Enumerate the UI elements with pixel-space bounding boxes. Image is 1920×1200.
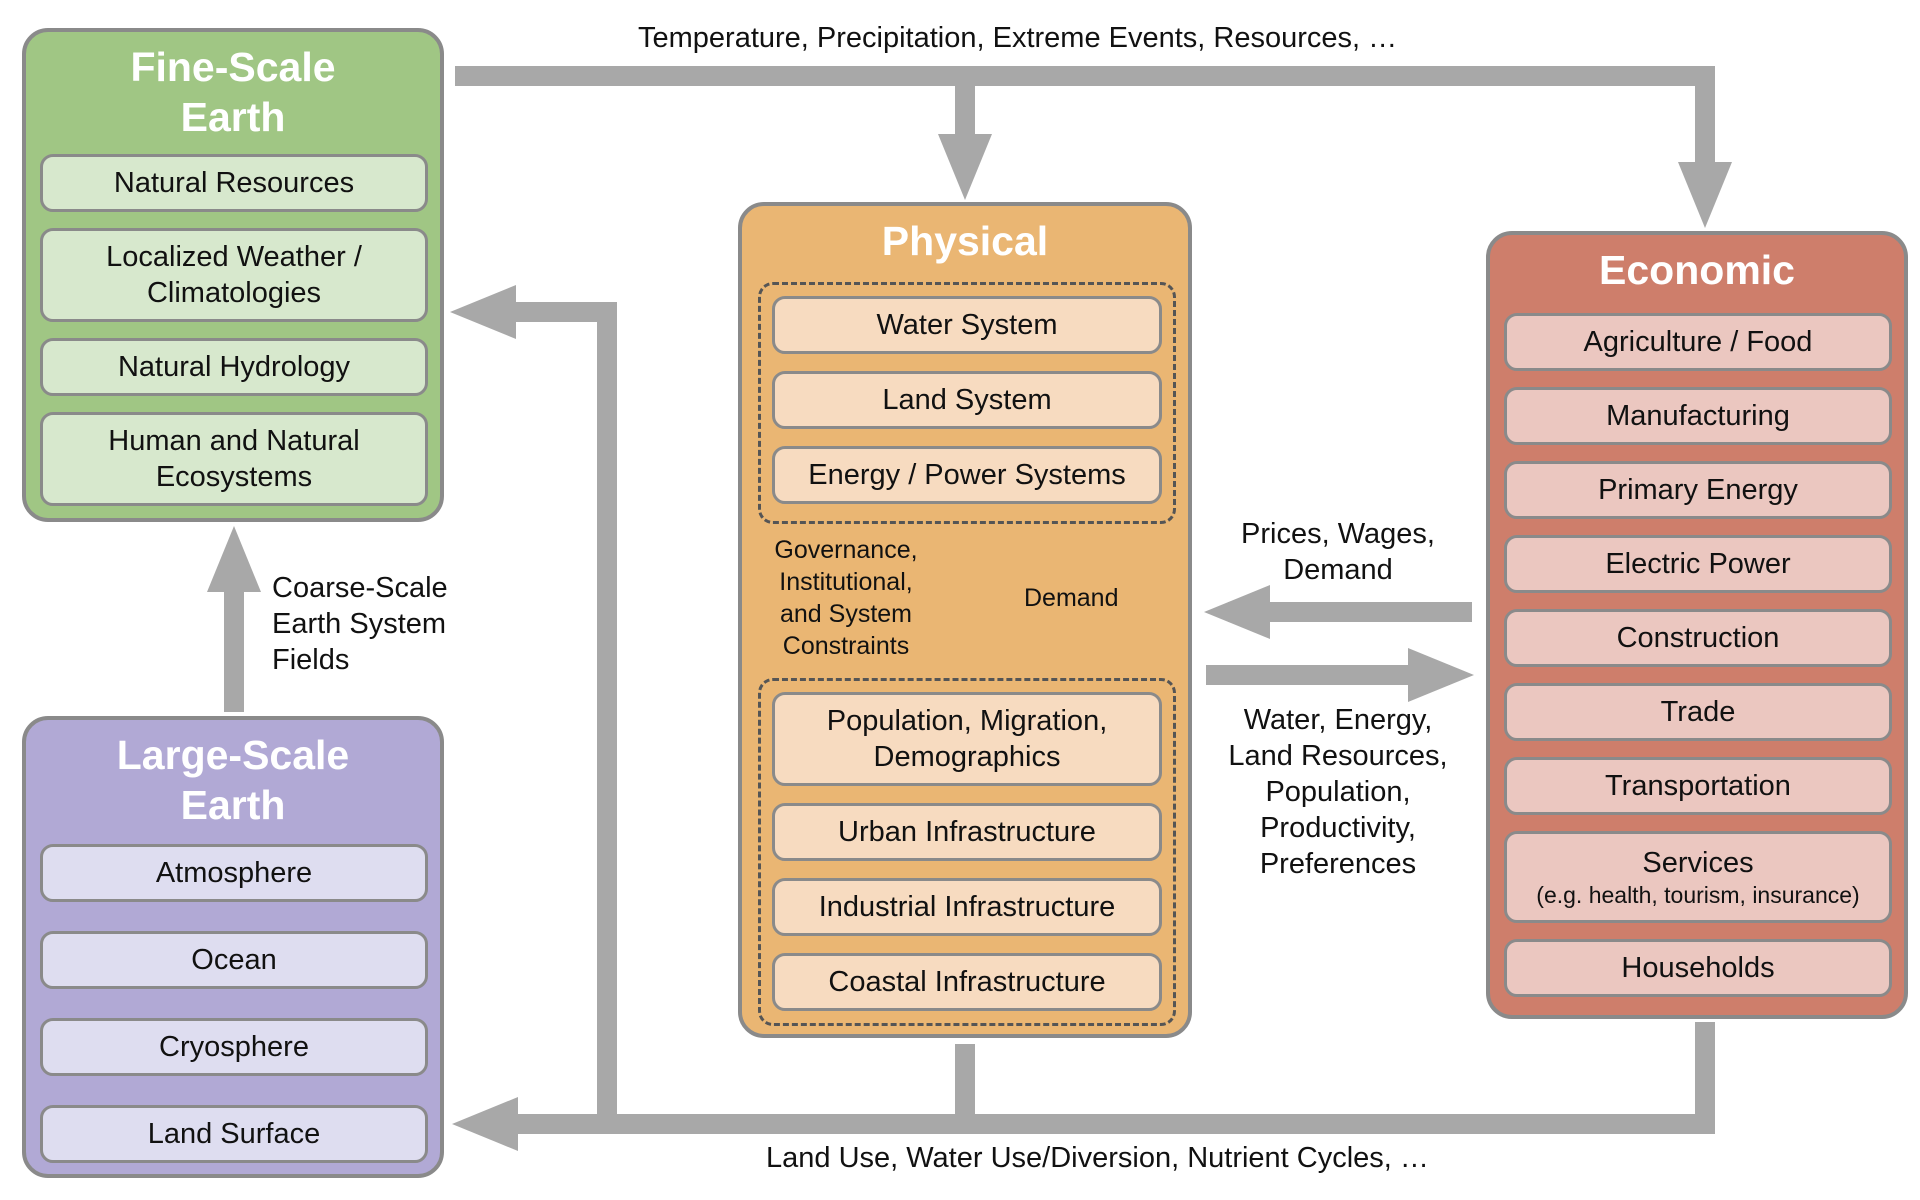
resources-line: Population, xyxy=(1265,776,1411,808)
physical-item-water-system: Water System xyxy=(772,296,1162,354)
services-sublabel: (e.g. health, tourism, insurance) xyxy=(1536,882,1860,908)
physical-panel: Physical Water System Land System Energy… xyxy=(738,202,1192,1038)
item-label: Ecosystems xyxy=(155,461,313,493)
bottom-flow-label: Land Use, Water Use/Diversion, Nutrient … xyxy=(766,1142,1429,1174)
item-label: Natural Hydrology xyxy=(117,351,351,383)
governance-line: and System xyxy=(779,600,912,628)
physical-upper-group xyxy=(758,282,1176,524)
top-to-economic-arrowhead xyxy=(1678,162,1732,228)
prices-arrow-shaft xyxy=(1228,602,1472,622)
economic-item-agriculture: Agriculture / Food xyxy=(1504,313,1892,371)
fine-scale-title-line2: Earth xyxy=(180,94,286,140)
resources-line: Water, Energy, xyxy=(1243,704,1433,736)
item-label: Demographics xyxy=(873,741,1061,773)
resources-arrowhead xyxy=(1408,648,1474,702)
economic-item-primary-energy: Primary Energy xyxy=(1504,461,1892,519)
item-label: Coastal Infrastructure xyxy=(828,966,1106,998)
fine-scale-title-line1: Fine-Scale xyxy=(130,44,336,90)
economic-bottom-stem xyxy=(1695,1022,1715,1134)
economic-item-construction: Construction xyxy=(1504,609,1892,667)
physical-item-coastal-infrastructure: Coastal Infrastructure xyxy=(772,953,1162,1011)
physical-lower-group xyxy=(758,678,1176,1026)
economic-panel: Economic Agriculture / Food Manufacturin… xyxy=(1486,231,1908,1019)
top-to-physical-stem xyxy=(955,84,975,136)
economic-item-electric-power: Electric Power xyxy=(1504,535,1892,593)
physical-title: Physical xyxy=(881,218,1049,264)
economic-title: Economic xyxy=(1599,247,1795,293)
economic-item-transportation: Transportation xyxy=(1504,757,1892,815)
bottom-flow-line xyxy=(505,1114,1715,1134)
governance-label: Governance, Institutional, and System Co… xyxy=(756,534,936,662)
coarse-fields-label: Coarse-Scale Earth System Fields xyxy=(272,570,448,678)
economic-item-manufacturing: Manufacturing xyxy=(1504,387,1892,445)
physical-bottom-stem xyxy=(955,1044,975,1134)
coarse-line: Fields xyxy=(272,644,350,676)
fine-item-natural-hydrology: Natural Hydrology xyxy=(40,338,428,396)
resources-line: Land Resources, xyxy=(1228,740,1448,772)
item-label: Urban Infrastructure xyxy=(838,816,1096,848)
top-to-physical-arrowhead xyxy=(938,134,992,200)
fine-item-ecosystems: Human and Natural Ecosystems xyxy=(40,412,428,506)
services-label: Services xyxy=(1642,847,1754,879)
large-item-atmosphere: Atmosphere xyxy=(40,844,428,902)
return-horizontal-line xyxy=(512,302,617,322)
prices-label: Prices, Wages, Demand xyxy=(1216,516,1460,588)
top-flow-label: Temperature, Precipitation, Extreme Even… xyxy=(638,22,1398,54)
fine-scale-earth-panel: Fine-Scale Earth Natural Resources Local… xyxy=(22,28,444,522)
physical-item-energy-power: Energy / Power Systems xyxy=(772,446,1162,504)
gray-arrows xyxy=(207,66,1732,1151)
large-scale-earth-panel: Large-Scale Earth Atmosphere Ocean Cryos… xyxy=(22,716,444,1178)
prices-arrowhead xyxy=(1204,585,1270,639)
physical-item-urban-infrastructure: Urban Infrastructure xyxy=(772,803,1162,861)
governance-line: Governance, xyxy=(774,536,918,564)
large-scale-title-line1: Large-Scale xyxy=(116,732,350,778)
fine-item-natural-resources: Natural Resources xyxy=(40,154,428,212)
coarse-line: Coarse-Scale xyxy=(272,572,448,604)
demand-label: Demand xyxy=(1024,584,1119,612)
physical-item-land-system: Land System xyxy=(772,371,1162,429)
economic-item-households: Households xyxy=(1504,939,1892,997)
item-label: Climatologies xyxy=(146,277,322,309)
prices-line: Prices, Wages, xyxy=(1241,518,1435,550)
coarse-up-arrowhead xyxy=(207,526,261,592)
item-label: Industrial Infrastructure xyxy=(818,891,1116,923)
item-label: Population, Migration, xyxy=(826,705,1108,737)
fine-item-localized-weather: Localized Weather / Climatologies xyxy=(40,228,428,322)
prices-line: Demand xyxy=(1283,554,1393,586)
item-label: Human and Natural xyxy=(108,425,360,457)
economic-item-trade: Trade xyxy=(1504,683,1892,741)
resources-line: Preferences xyxy=(1259,848,1417,880)
large-scale-title-line2: Earth xyxy=(180,782,286,828)
to-large-scale-arrowhead xyxy=(452,1097,518,1151)
governance-line: Constraints xyxy=(782,632,910,660)
return-vertical-line xyxy=(597,302,617,1134)
item-label: Localized Weather / xyxy=(106,241,362,273)
economic-item-services: Services (e.g. health, tourism, insuranc… xyxy=(1504,831,1892,923)
large-item-ocean: Ocean xyxy=(40,931,428,989)
resources-line: Productivity, xyxy=(1260,812,1416,844)
large-item-land-surface: Land Surface xyxy=(40,1105,428,1163)
resources-label: Water, Energy, Land Resources, Populatio… xyxy=(1206,702,1470,882)
top-to-economic-stem xyxy=(1695,66,1715,166)
coarse-up-stem xyxy=(224,588,244,712)
physical-item-industrial-infrastructure: Industrial Infrastructure xyxy=(772,878,1162,936)
physical-item-population: Population, Migration, Demographics xyxy=(772,692,1162,786)
resources-arrow-shaft xyxy=(1206,665,1450,685)
item-label: Natural Resources xyxy=(113,167,355,199)
coarse-line: Earth System xyxy=(272,608,447,640)
to-fine-scale-arrowhead xyxy=(450,285,516,339)
governance-line: Institutional, xyxy=(779,568,913,596)
top-flow-line xyxy=(455,66,1715,86)
large-item-cryosphere: Cryosphere xyxy=(40,1018,428,1076)
